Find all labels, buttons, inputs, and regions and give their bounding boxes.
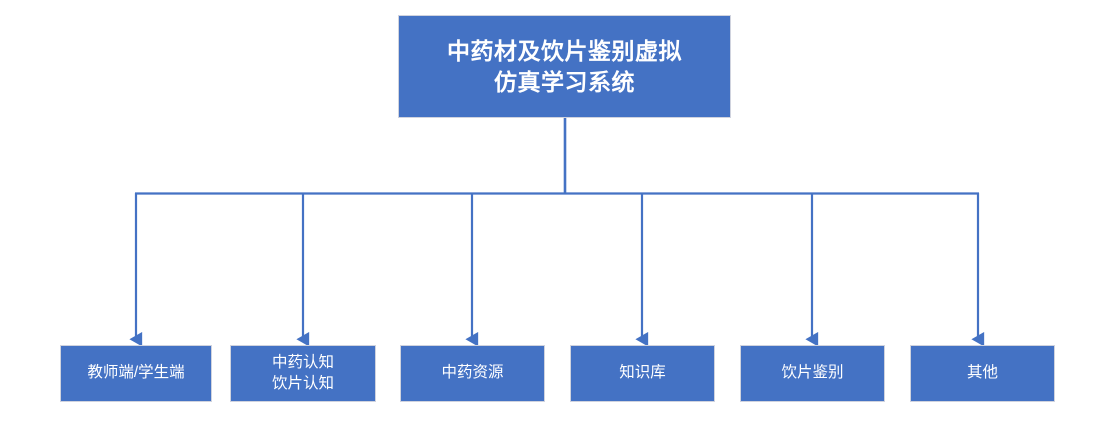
node-other: 其他 bbox=[910, 345, 1055, 402]
node-knowledge-base: 知识库 bbox=[570, 345, 715, 402]
node-herb-and-slice-cognition: 中药认知 饮片认知 bbox=[230, 345, 376, 402]
node-herb-resources: 中药资源 bbox=[400, 345, 545, 402]
node-slice-identification: 饮片鉴别 bbox=[740, 345, 885, 402]
node-teacher-student-client: 教师端/学生端 bbox=[60, 345, 212, 402]
root-node-system-title: 中药材及饮片鉴别虚拟 仿真学习系统 bbox=[398, 15, 731, 118]
